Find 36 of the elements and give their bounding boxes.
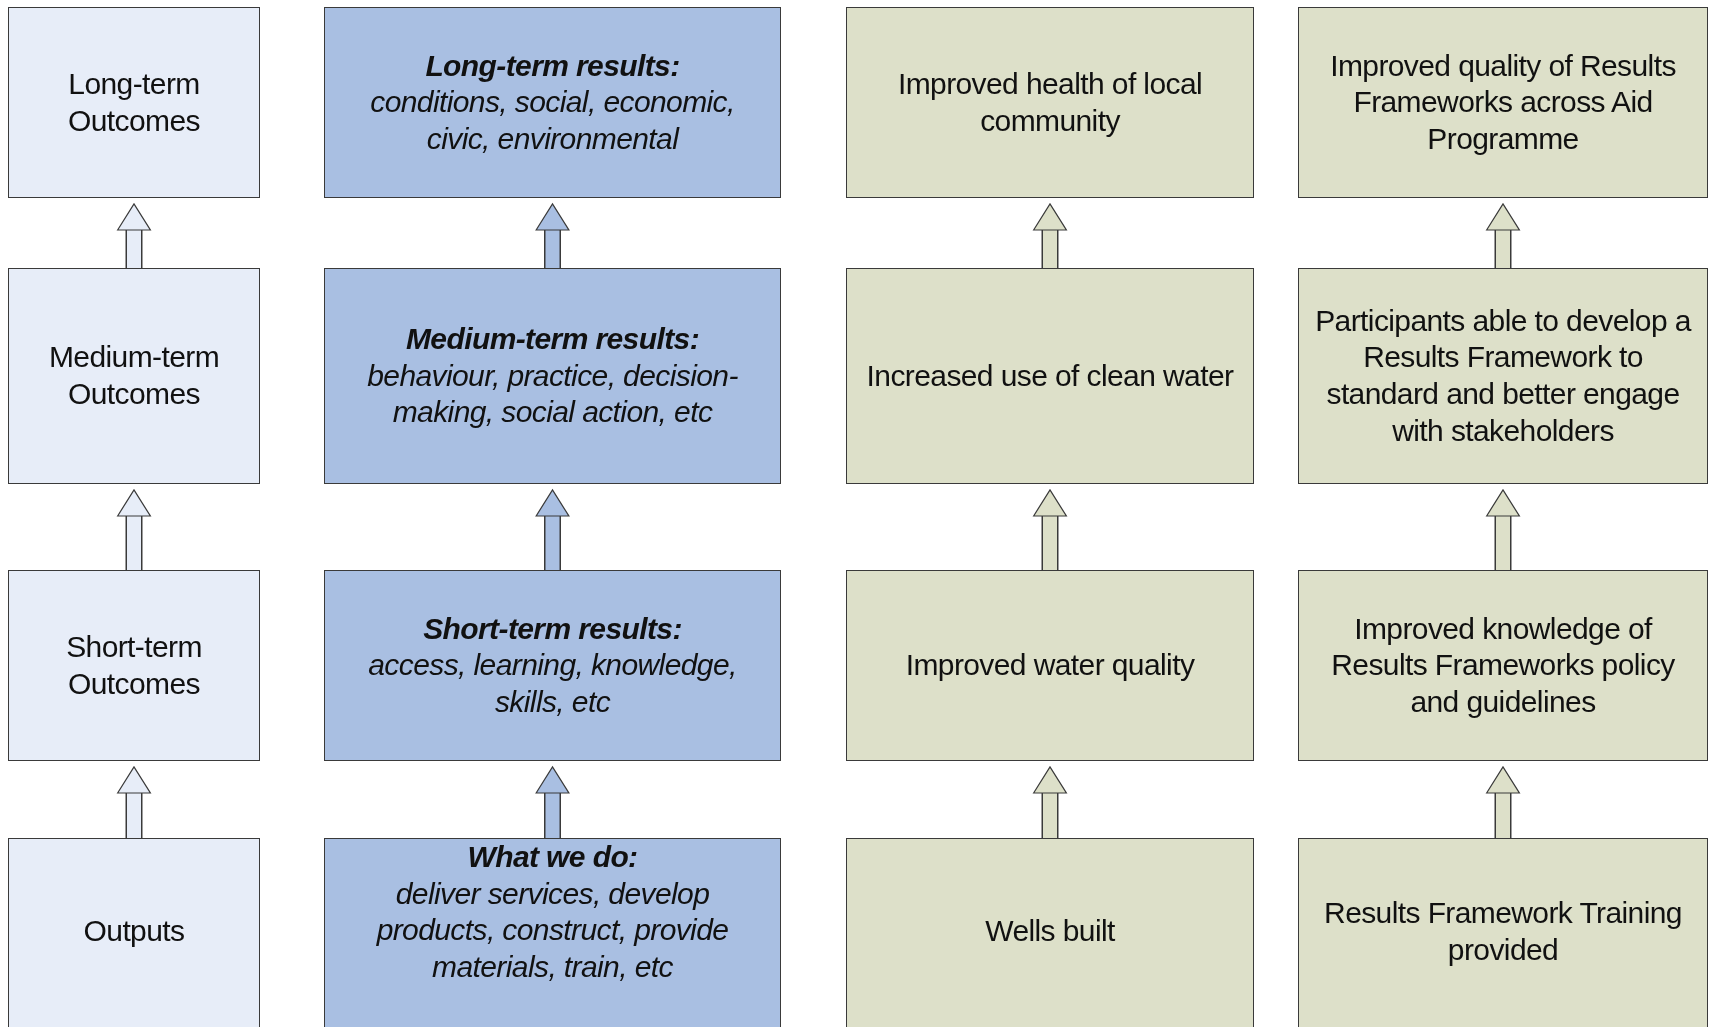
example-box [1298, 268, 1708, 484]
result-heading: Long-term results: [425, 47, 680, 84]
example-box [846, 268, 1254, 484]
box-label: Improved quality of Results Frameworks across Aid Programme [1329, 47, 1677, 157]
example-box [1298, 570, 1708, 761]
result-description: access, learning, knowledge, skills, etc [367, 647, 738, 720]
example-box [1298, 7, 1708, 198]
result-box [324, 838, 781, 1027]
box-label: Wells built [985, 913, 1115, 950]
level-box [8, 268, 260, 484]
result-description: deliver services, develop products, construct, provide materials, train, etc [375, 875, 730, 985]
box-label: Short-term Outcomes [65, 628, 203, 702]
result-heading: What we do: [467, 839, 638, 875]
result-box [324, 570, 781, 761]
box-label: Medium-term Outcomes [47, 339, 221, 412]
box-label: Outputs [83, 913, 185, 950]
box-label: Improved knowledge of Results Frameworks policy and guidelines [1330, 610, 1676, 720]
box-label: Improved water quality [905, 647, 1195, 684]
example-box [1298, 838, 1708, 1027]
level-box [8, 7, 260, 198]
example-box [846, 7, 1254, 198]
result-box [324, 7, 781, 198]
result-box [324, 268, 781, 484]
level-box [8, 570, 260, 761]
result-description: behaviour, practice, decision-making, social action, etc [366, 357, 739, 431]
box-label: Long-term Outcomes [67, 65, 201, 139]
box-label: Participants able to develop a Results Framework to standard and better engage with stakeholders [1314, 302, 1693, 449]
result-heading: Short-term results: [423, 610, 682, 647]
example-box [846, 570, 1254, 761]
box-label: Improved health of local community [896, 65, 1204, 139]
box-label: Results Framework Training provided [1323, 894, 1683, 968]
box-label: Increased use of clean water [866, 357, 1234, 394]
example-box [846, 838, 1254, 1027]
result-description: conditions, social, economic, civic, environmental [369, 84, 736, 157]
result-heading: Medium-term results: [405, 321, 700, 358]
level-box [8, 838, 260, 1027]
